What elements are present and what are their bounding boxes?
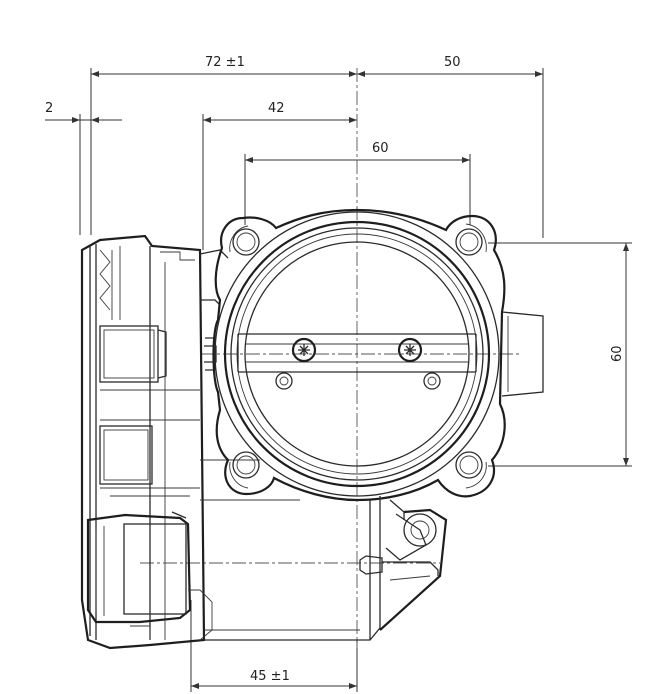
mounting-holes bbox=[232, 228, 483, 479]
lower-housing bbox=[359, 496, 448, 640]
dim-bore-offset: 42 bbox=[268, 101, 285, 116]
dim-flange-offset: 2 bbox=[45, 101, 53, 116]
throttle-shaft bbox=[204, 333, 477, 373]
dim-bolt-spacing-vertical: 60 bbox=[610, 345, 625, 362]
plate-screws bbox=[275, 337, 441, 390]
actuator-housing bbox=[80, 234, 213, 650]
body-bridge bbox=[199, 249, 381, 641]
right-boss bbox=[501, 311, 544, 397]
dim-bolt-spacing-horizontal: 60 bbox=[372, 141, 389, 156]
center-lines bbox=[140, 68, 520, 648]
dim-bottom-offset: 45 ±1 bbox=[250, 669, 290, 684]
dim-overall-width: 72 ±1 bbox=[205, 55, 245, 70]
mounting-flange bbox=[212, 208, 506, 502]
dim-right-extent: 50 bbox=[444, 55, 461, 70]
throttle-bore bbox=[214, 211, 500, 497]
dimension-lines bbox=[45, 68, 632, 692]
